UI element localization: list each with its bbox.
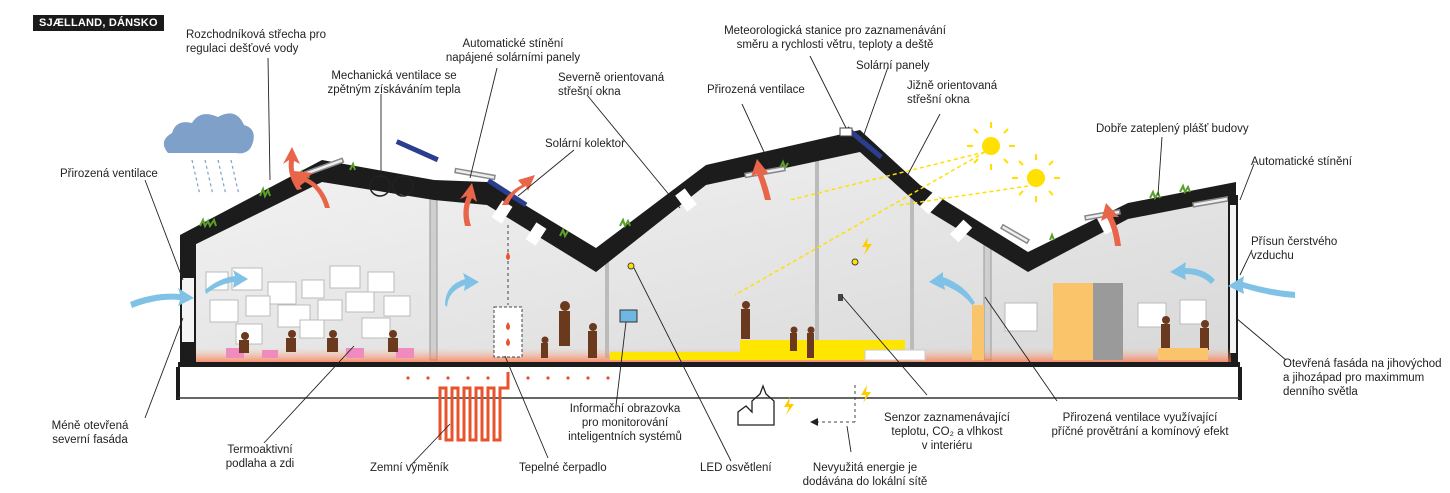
people xyxy=(239,301,1209,358)
lightning-icon xyxy=(862,237,872,255)
partition-wall xyxy=(910,195,914,360)
label-natural-vent-left: Přirozená ventilace xyxy=(60,168,158,180)
label-mech-ventilation: Mechanická ventilace se zpětným získáván… xyxy=(327,70,461,96)
label-auto-shading-solar: Automatické stínění napájené solárními p… xyxy=(445,38,581,64)
city-icon xyxy=(737,384,775,426)
label-rainwater-roof: Rozchodníková střecha pro regulaci dešťo… xyxy=(186,29,326,55)
heat-pump-drop xyxy=(506,322,510,346)
floor-slab xyxy=(178,362,1240,367)
ventilation-unit xyxy=(369,175,391,197)
label-cross-vent: Přirozená ventilace využívající příčné p… xyxy=(1051,412,1229,438)
weather-station xyxy=(839,127,853,137)
label-ground-exchanger: Zemní výměník xyxy=(370,462,449,474)
grey-door xyxy=(1093,283,1123,360)
heat-pump-drop-top xyxy=(506,252,510,260)
orange-wall xyxy=(1053,283,1093,360)
label-heat-pump: Tepelné čerpadlo xyxy=(519,462,607,474)
label-open-facade: Otevřená fasáda na jihovýchod a jihozápa… xyxy=(1283,358,1442,398)
solar-panel xyxy=(845,126,883,160)
heat-dots xyxy=(406,376,610,380)
lightning-icon xyxy=(784,397,794,415)
label-weather-station: Meteorologická stanice pro zaznamenávání… xyxy=(724,25,946,51)
ground-heat-exchanger xyxy=(438,372,510,442)
leader-lines xyxy=(144,55,1287,467)
partition-wall xyxy=(429,184,438,361)
solar-panel xyxy=(395,139,439,163)
label-thermoactive: Termoaktivní podlaha a zdi xyxy=(225,444,295,470)
partition-wall xyxy=(605,258,609,358)
south-facade-window xyxy=(1230,205,1236,353)
label-insulated-envelope: Dobře zateplený plášť budovy xyxy=(1096,123,1249,135)
led-floor-platform xyxy=(610,340,905,360)
label-fresh-air: Přísun čerstvého vzduchu xyxy=(1251,236,1338,262)
partition-wall xyxy=(815,160,819,360)
region-tag: SJÆLLAND, DÁNSKO xyxy=(33,15,164,31)
lightning-icon xyxy=(861,385,871,403)
green-roof xyxy=(199,159,1191,241)
label-surplus-energy: Nevyužitá energie je dodávána do lokální… xyxy=(802,462,928,488)
label-south-windows: Jižně orientovaná střešní okna xyxy=(907,80,998,106)
label-auto-shading: Automatické stínění xyxy=(1251,156,1352,168)
label-info-screen: Informační obrazovka pro monitorování in… xyxy=(568,403,682,443)
white-bench xyxy=(864,349,926,361)
sun-rays xyxy=(734,151,1029,296)
solar-collector xyxy=(486,178,528,208)
cool-air-arrows xyxy=(130,262,1295,308)
label-solar-collector: Solární kolektor xyxy=(545,138,625,150)
info-screen xyxy=(619,309,638,323)
pink-seats xyxy=(226,348,414,358)
foundation xyxy=(176,367,1242,400)
partition-wall xyxy=(983,242,992,361)
led-bulb xyxy=(851,258,859,266)
roof xyxy=(180,130,1236,272)
label-natural-vent-mid: Přirozená ventilace xyxy=(707,84,805,96)
label-solar-panels: Solární panely xyxy=(856,60,930,72)
warm-air-arrows xyxy=(283,147,1121,246)
label-north-facade: Méně otevřená severní fasáda xyxy=(51,420,129,446)
orange-seat xyxy=(1158,348,1208,360)
co2-sensor xyxy=(838,294,843,301)
label-sensor: Senzor zaznamenávající teplotu, CO₂ a vl… xyxy=(884,412,1010,452)
wall-frames xyxy=(205,265,1207,345)
rain-cloud xyxy=(163,113,254,154)
ventilation-unit xyxy=(392,175,414,197)
label-north-windows: Severně orientovaná střešní okna xyxy=(558,72,665,98)
roof-windows xyxy=(491,188,1116,246)
rain xyxy=(191,159,240,196)
heat-pump-unit xyxy=(493,306,523,358)
sun-icon xyxy=(967,122,1060,202)
label-led: LED osvětlení xyxy=(700,462,772,474)
orange-column xyxy=(972,305,984,360)
led-bulb xyxy=(627,262,635,270)
north-facade-window xyxy=(182,278,194,342)
